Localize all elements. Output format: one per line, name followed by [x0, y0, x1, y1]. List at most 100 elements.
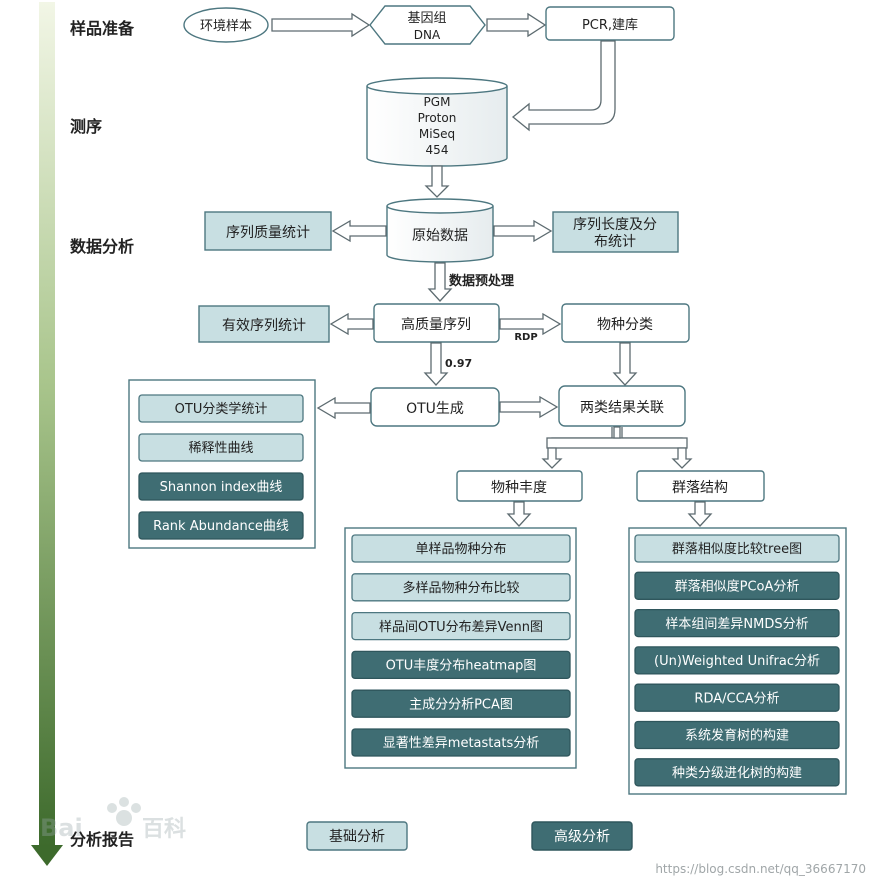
timeline-bar: [39, 2, 55, 847]
panel-item-box: [351, 650, 571, 680]
arrow-dna-to-pcr: [486, 12, 547, 38]
arrow-hq-to-taxonomy: [499, 312, 562, 336]
arrow-to-community: [671, 447, 693, 469]
sequencer-top: [366, 77, 508, 95]
arrow-abundance-to-panel: [506, 501, 532, 527]
abundance-label: 物种丰度: [491, 480, 547, 496]
genomic-dna-label-1: 基因组: [407, 11, 446, 26]
arrow-otu-to-combine: [499, 395, 559, 419]
arrow-raw-to-hq: [427, 262, 453, 302]
panel-item-box: [138, 394, 304, 423]
abundance-panel-items: 单样品物种分布多样品物种分布比较样品间OTU分布差异Venn图OTU丰度分布he…: [351, 534, 571, 757]
abundance-panel: [344, 527, 577, 769]
legend-basic-swatch: [306, 821, 408, 851]
otu-gen-node: [370, 387, 500, 427]
platform-454: 454: [426, 143, 449, 157]
arrow-pcr-to-sequencer: [511, 40, 616, 132]
length-dist-label-2: 布统计: [594, 234, 636, 250]
panel-item-label: RDA/CCA分析: [694, 691, 779, 706]
panel-item-box: [138, 472, 304, 501]
arrow-raw-to-quality: [331, 219, 387, 243]
panel-item-label: 群落相似度PCoA分析: [675, 578, 800, 594]
rdp-label: RDP: [514, 332, 537, 343]
stage-data-analysis: 数据分析: [70, 237, 135, 256]
panel-item-box: [634, 683, 840, 712]
panel-item-label: 样品间OTU分布差异Venn图: [379, 620, 543, 635]
split-bar: [546, 437, 688, 449]
genomic-dna-label-2: DNA: [414, 28, 441, 42]
stage-sample-prep: 样品准备: [70, 19, 135, 38]
preprocess-label: 数据预处理: [449, 273, 514, 289]
high-quality-node: [373, 303, 500, 343]
legend-basic-label: 基础分析: [329, 828, 385, 845]
valid-seq-label: 有效序列统计: [222, 318, 306, 334]
pcr-library-node: [545, 6, 675, 41]
platform-pgm: PGM: [424, 95, 451, 109]
stage-sequencing: 测序: [70, 117, 103, 136]
arrow-env-to-dna: [271, 12, 371, 38]
arrow-otu-to-panel: [316, 396, 371, 420]
pcr-library-label: PCR,建库: [582, 17, 638, 33]
panel-item-label: 种类分级进化树的构建: [672, 765, 802, 781]
platform-miseq: MiSeq: [419, 127, 455, 141]
panel-item-box: [634, 571, 840, 600]
panel-item-label: 样本组间差异NMDS分析: [665, 617, 808, 632]
combine-label: 两类结果关联: [580, 400, 664, 416]
arrow-sequencer-to-raw: [424, 165, 450, 198]
arrow-taxonomy-to-combine: [612, 342, 638, 386]
panel-item-label: 多样品物种分布比较: [402, 580, 519, 596]
panel-item-box: [138, 433, 304, 462]
panel-item-label: 显著性差异metastats分析: [383, 736, 539, 751]
raw-data-top: [386, 198, 494, 214]
genomic-dna-node: [369, 5, 486, 45]
arrow-hq-to-otu: [423, 342, 449, 386]
env-sample-node: [183, 7, 269, 43]
community-node: [636, 470, 765, 502]
legend-advanced-swatch: [531, 821, 633, 851]
panel-item-box: [351, 534, 571, 563]
panel-item-label: Shannon index曲线: [160, 480, 283, 495]
arrow-community-to-panel: [687, 501, 713, 527]
panel-item-box: [634, 608, 840, 638]
panel-item-box: [138, 511, 304, 540]
panel-item-label: 主成分分析PCA图: [409, 697, 513, 712]
seq-quality-label: 序列质量统计: [226, 225, 310, 241]
arrow-raw-to-length: [493, 219, 553, 243]
taxonomy-label: 物种分类: [597, 317, 653, 333]
timeline-arrowhead: [31, 845, 63, 866]
panel-item-box: [351, 728, 571, 757]
taxonomy-node: [561, 303, 690, 343]
panel-item-label: 稀释性曲线: [188, 441, 253, 456]
panel-item-box: [351, 611, 571, 641]
panel-item-label: Rank Abundance曲线: [153, 519, 289, 534]
panel-item-label: 系统发育树的构建: [685, 728, 789, 744]
panel-item-box: [351, 689, 571, 718]
panel-item-box: [634, 758, 840, 787]
url-watermark: https://blog.csdn.net/qq_36667170: [655, 862, 866, 876]
raw-data-label: 原始数据: [412, 228, 468, 244]
stage-report: 分析报告: [70, 830, 135, 849]
community-label: 群落结构: [672, 480, 728, 496]
panel-item-label: OTU丰度分布heatmap图: [386, 658, 537, 674]
high-quality-label: 高质量序列: [401, 316, 471, 333]
arrow-to-abundance: [541, 447, 563, 469]
baidu-watermark-text: Bai: [40, 814, 83, 842]
panel-item-label: OTU分类学统计: [175, 401, 268, 417]
valid-seq-node: [198, 305, 330, 343]
panel-item-label: (Un)Weighted Unifrac分析: [654, 654, 820, 669]
panel-item-box: [634, 720, 840, 750]
otu-gen-label: OTU生成: [406, 401, 464, 417]
length-dist-node: [552, 211, 679, 253]
baidu-watermark-cn: 百科: [142, 817, 186, 842]
length-dist-label-1: 序列长度及分: [573, 217, 657, 233]
env-sample-label: 环境样本: [200, 19, 252, 34]
panel-item-label: 群落相似度比较tree图: [672, 541, 802, 557]
arrow-hq-to-valid: [329, 312, 374, 336]
identity-label: 0.97: [445, 357, 472, 370]
abundance-node: [456, 470, 583, 502]
seq-quality-node: [204, 211, 332, 251]
